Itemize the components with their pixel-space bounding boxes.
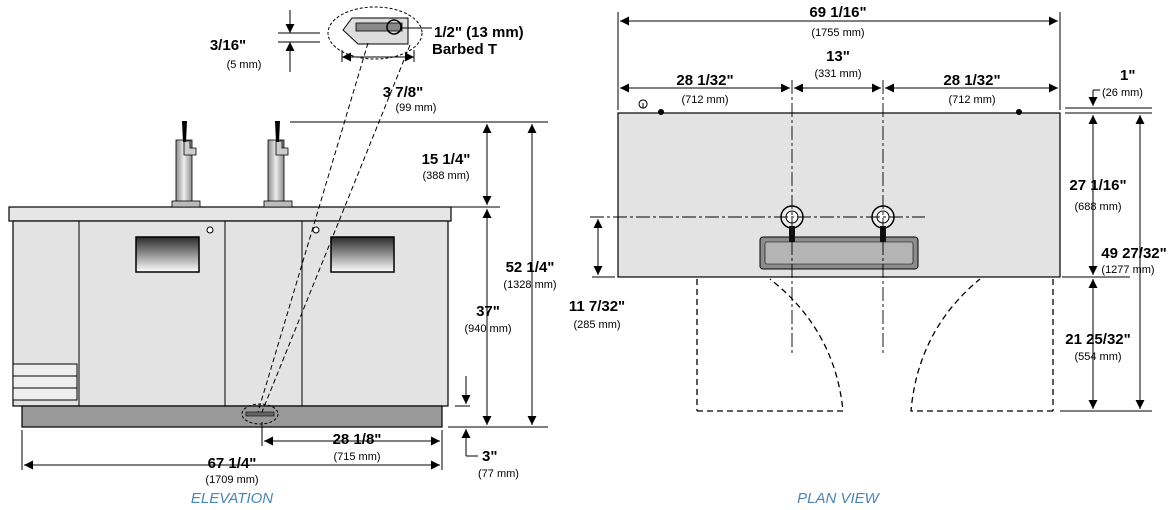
door-window-right [330,236,395,273]
center-spacing-met: (331 mm) [814,68,861,80]
drain-offset-imp: 28 1/8" [333,431,382,448]
beer-tower-right [263,121,293,208]
door-lock-right [312,226,320,234]
tap-offset-imp: 11 7/32" [569,298,625,315]
door-swing-met: (554 mm) [1074,351,1121,363]
barbed-t-name: Barbed T [432,41,497,58]
detail-width-met: (99 mm) [396,102,437,114]
caption-elevation: ELEVATION [191,490,273,507]
cabinet-height-imp: 37" [476,303,500,320]
rear-offset-imp: 1" [1120,67,1135,84]
left-offset-met: (712 mm) [681,94,728,106]
detail-width-imp: 3 7/8" [383,84,423,101]
overall-width-imp: 67 1/4" [208,455,257,472]
total-height-imp: 52 1/4" [506,259,555,276]
overall-depth-met: (1277 mm) [1101,264,1154,276]
door-lock-left [206,226,214,234]
plan-view [590,12,1152,412]
total-height-met: (1328 mm) [503,279,556,291]
rear-offset-met: (26 mm) [1102,87,1143,99]
plan-width-met: (1755 mm) [811,27,864,39]
cabinet-height-met: (940 mm) [464,323,511,335]
plan-labels: 69 1/16" (1755 mm) 13" (331 mm) 28 1/32"… [569,4,1167,507]
tower-height-met: (388 mm) [422,170,469,182]
elevation-view [8,6,548,470]
door-swing [696,278,1054,412]
top-depth-imp: 27 1/16" [1069,177,1126,194]
plan-width-imp: 69 1/16" [809,4,866,21]
cabinet-base [21,405,443,428]
barbed-t-size: 1/2" (13 mm) [434,24,524,41]
caption-plan: PLAN VIEW [797,490,881,507]
elevation-labels: 3/16" (5 mm) 1/2" (13 mm) Barbed T 3 7/8… [191,24,557,507]
right-offset-imp: 28 1/32" [943,72,1000,89]
overall-depth-imp: 49 27/32" [1101,245,1167,262]
top-depth-met: (688 mm) [1074,201,1121,213]
center-spacing-imp: 13" [826,48,850,65]
barb-thickness-imp: 3/16" [210,37,246,54]
base-height-imp: 3" [482,448,497,465]
compressor-grille [12,363,78,401]
left-offset-imp: 28 1/32" [676,72,733,89]
counter-top [8,206,452,222]
tower-height-imp: 15 1/4" [422,151,471,168]
door-swing-imp: 21 25/32" [1065,331,1131,348]
base-height-met: (77 mm) [478,468,519,480]
door-window-left [135,236,200,273]
beer-tower-left [171,121,201,208]
barb-thickness-met: (5 mm) [227,59,262,71]
right-offset-met: (712 mm) [948,94,995,106]
tap-offset-met: (285 mm) [573,319,620,331]
drain-offset-met: (715 mm) [333,451,380,463]
barbed-t-detail [257,6,423,413]
overall-width-met: (1709 mm) [205,474,258,486]
